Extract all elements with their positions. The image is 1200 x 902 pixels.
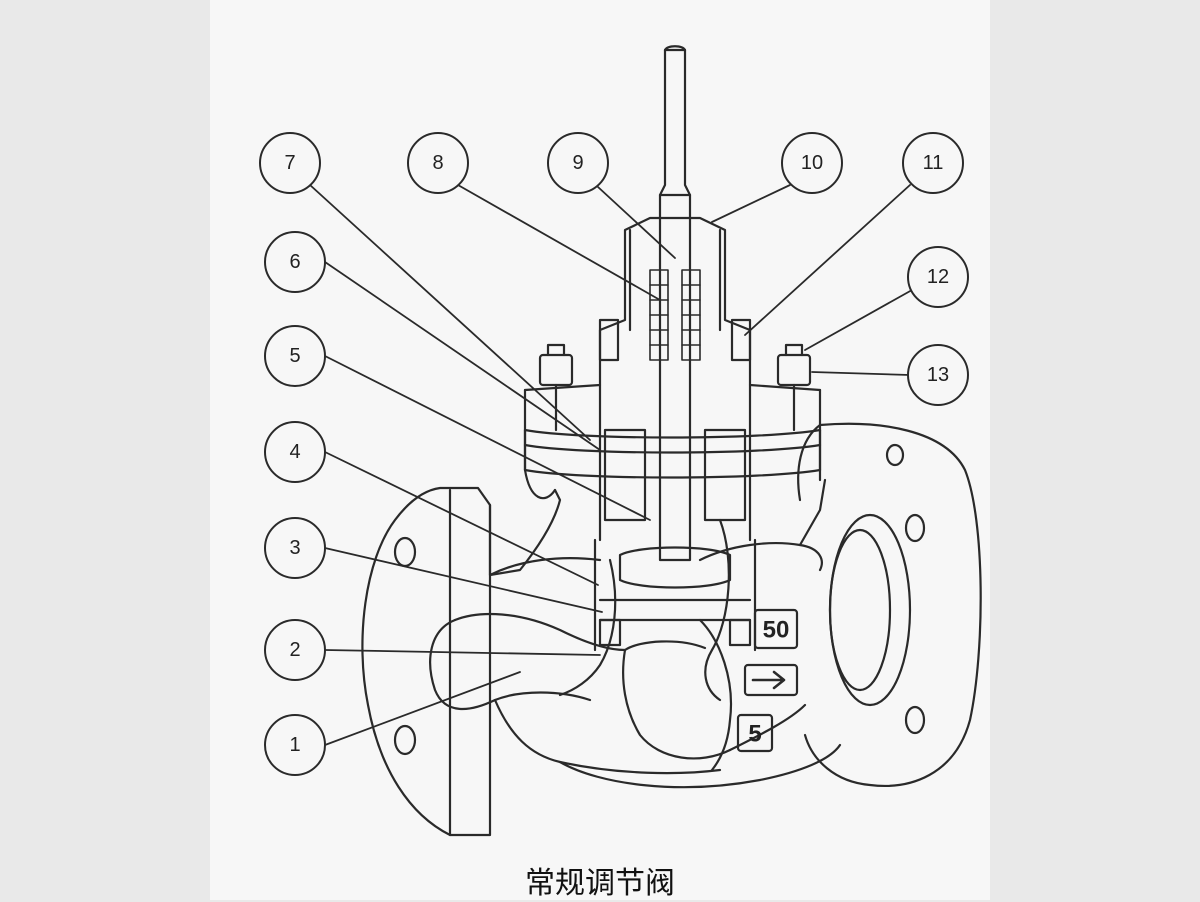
- callout-label-5: 5: [289, 345, 300, 367]
- diagram-caption: 常规调节阀: [525, 866, 675, 901]
- leader-11: [744, 184, 911, 336]
- leader-2: [324, 649, 601, 656]
- bonnet-nut-left: [598, 318, 620, 362]
- leader-6: [324, 261, 601, 451]
- leader-lines: [309, 184, 913, 746]
- callout-circle-11: [902, 132, 964, 194]
- size-marking: 50: [763, 617, 790, 644]
- callout-circle-5: [264, 325, 326, 387]
- callout-circle-3: [264, 517, 326, 579]
- bonnet: [523, 216, 822, 542]
- right-flange: [797, 422, 982, 787]
- callout-label-3: 3: [289, 537, 300, 559]
- left-flange-bolt-hole-bottom: [393, 724, 417, 756]
- callout-circle-12: [907, 246, 969, 308]
- bonnet-nut-right: [730, 318, 752, 362]
- packing: [649, 269, 701, 361]
- callout-label-10: 10: [801, 152, 823, 174]
- callout-label-6: 6: [289, 251, 300, 273]
- callout-label-11: 11: [923, 152, 944, 174]
- callout-circle-4: [264, 421, 326, 483]
- callout-circle-2: [264, 619, 326, 681]
- gland-studs: [538, 343, 812, 432]
- callout-label-13: 13: [927, 364, 949, 386]
- callout-circle-10: [781, 132, 843, 194]
- size-plate: [753, 608, 799, 650]
- right-flange-bolt-hole-top: [904, 513, 926, 543]
- callout-label-4: 4: [289, 441, 300, 463]
- left-flange: [361, 486, 492, 837]
- leader-12: [804, 289, 913, 351]
- right-flange-bolt-hole-bottom: [904, 705, 926, 735]
- callout-circle-9: [547, 132, 609, 194]
- right-flange-bolt-hole-upper: [885, 443, 905, 467]
- pressure-marking: 5: [748, 721, 761, 748]
- leader-1: [324, 671, 521, 746]
- callout-label-1: 1: [289, 734, 300, 756]
- callout-label-7: 7: [284, 152, 295, 174]
- callout-label-2: 2: [289, 639, 300, 661]
- leader-10: [711, 184, 791, 223]
- pressure-plate: [736, 713, 774, 753]
- valve-body: [429, 428, 842, 789]
- left-flange-bolt-hole-top: [393, 536, 417, 568]
- callout-circles: [259, 132, 969, 776]
- callout-circle-7: [259, 132, 321, 194]
- leader-5: [324, 355, 651, 521]
- leader-4: [324, 451, 599, 586]
- valve-stem: [658, 45, 692, 562]
- leader-3: [324, 547, 603, 613]
- callout-circle-13: [907, 344, 969, 406]
- arrow-plate: [743, 663, 799, 697]
- valve-plug: [593, 428, 757, 702]
- leader-13: [811, 371, 911, 376]
- leader-9: [597, 186, 676, 259]
- callout-circle-8: [407, 132, 469, 194]
- callout-label-9: 9: [572, 152, 583, 174]
- leader-7: [309, 184, 591, 441]
- flow-direction-arrow-icon: [751, 670, 786, 690]
- callout-circle-6: [264, 231, 326, 293]
- callout-circle-1: [264, 714, 326, 776]
- callout-label-12: 12: [927, 266, 949, 288]
- body-nameplates: [736, 608, 799, 753]
- callout-label-8: 8: [432, 152, 443, 174]
- leader-8: [457, 184, 661, 301]
